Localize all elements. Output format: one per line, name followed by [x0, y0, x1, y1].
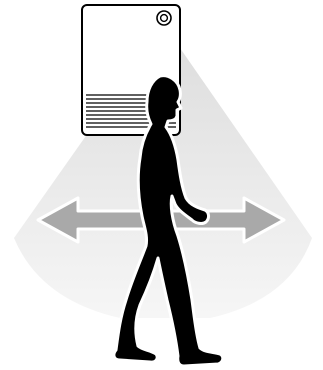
motion-sensor-icon [157, 11, 171, 25]
